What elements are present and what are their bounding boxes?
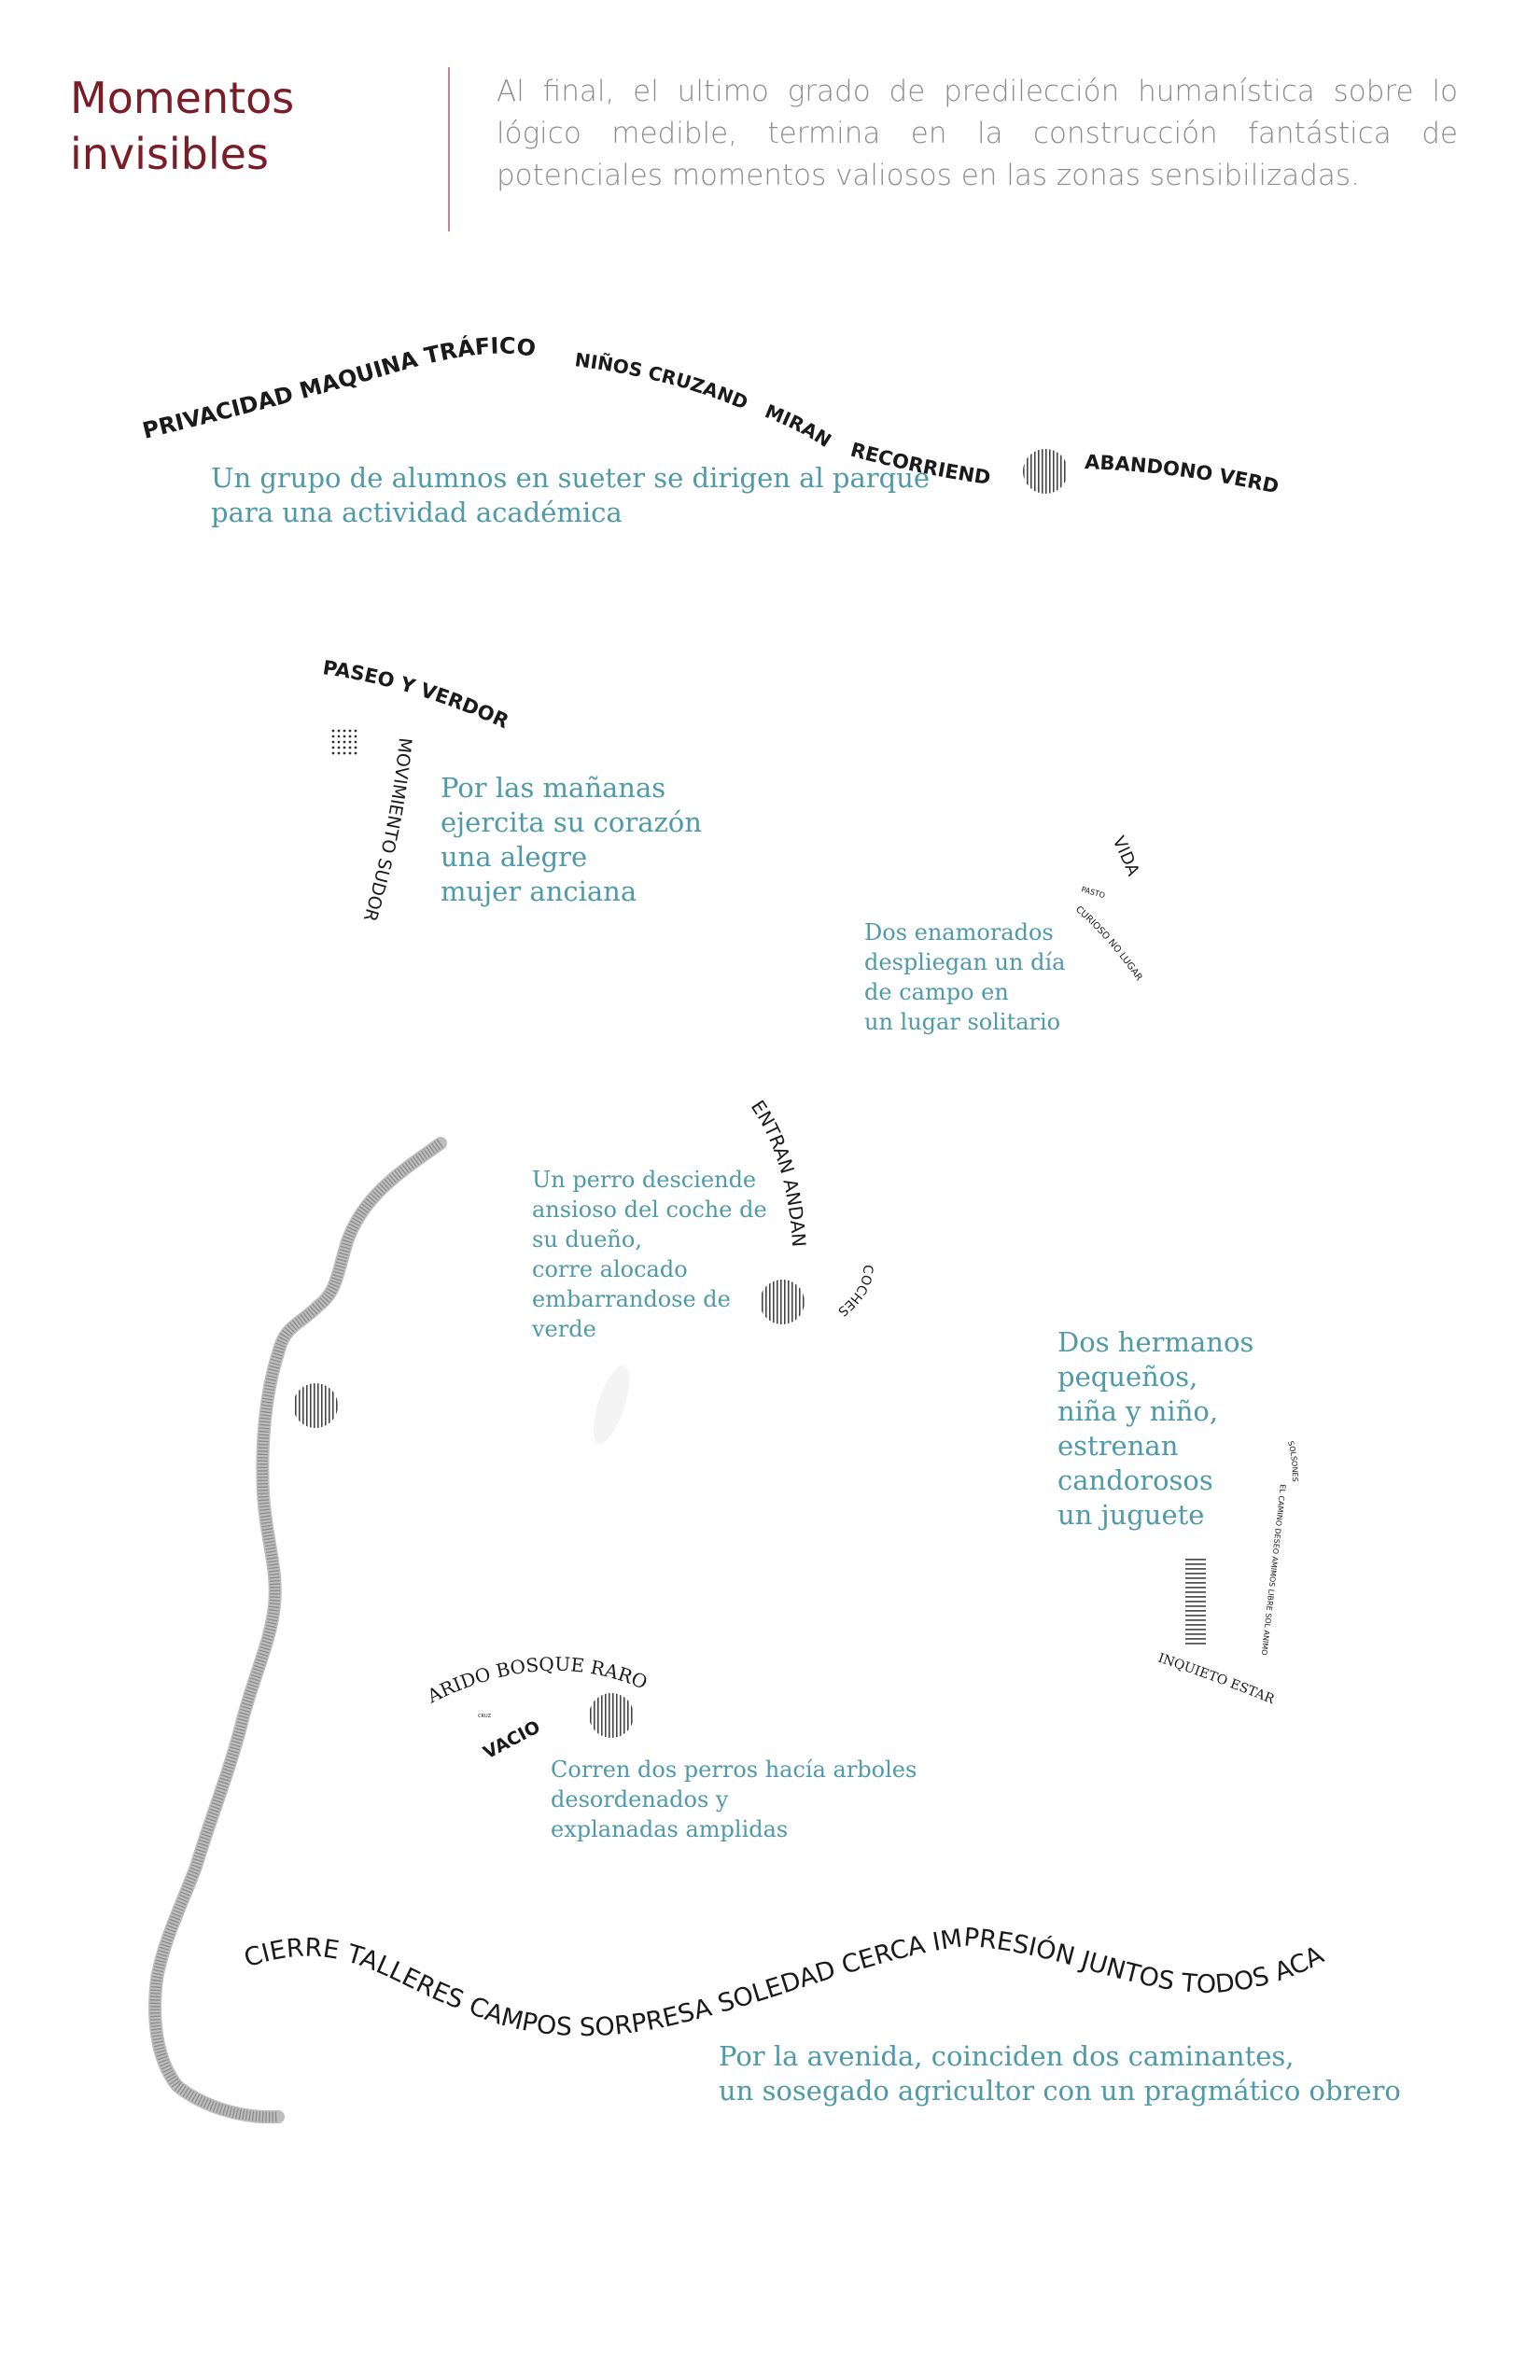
word-miran: MIRAN [762, 399, 835, 452]
story-students: Un grupo de alumnos en sueter se dirigen… [211, 462, 931, 528]
intro-paragraph: Al final, el ultimo grado de predilecció… [497, 75, 1458, 192]
word-cruz: CRUZ [478, 1714, 492, 1719]
dotted-square [331, 728, 359, 756]
story-dog: Un perro desciende ansioso del coche de … [532, 1167, 767, 1342]
hatched-circle-3 [293, 1383, 338, 1428]
word-coches: COCHES [834, 1265, 875, 1319]
word-bottom-path: CIERRE TALLERES CAMPOS SORPRESA SOLEDAD … [241, 1923, 1329, 2042]
page-title: Momentos invisibles [70, 73, 295, 179]
story-lovers: Dos enamorados despliegan un día de camp… [864, 919, 1066, 1035]
hatched-circle-1 [1023, 449, 1068, 494]
word-vacio: VACIO [480, 1716, 543, 1763]
word-vida: VIDA [1109, 833, 1143, 879]
word-paseo: PASEO Y VERDOR [321, 656, 511, 733]
river-texture [149, 1139, 444, 2122]
story-two-dogs: Corren dos perros hacía arboles desorden… [551, 1757, 917, 1842]
vertical-divider [448, 67, 450, 231]
story-siblings: Dos hermanos pequeños, niña y niño, estr… [1057, 1326, 1254, 1531]
word-pasto: PASTO [1080, 885, 1106, 900]
faint-blob [593, 1365, 630, 1445]
word-top-path: PRIVACIDAD MAQUINA TRÁFICO [140, 332, 538, 443]
hatched-circle-4 [589, 1693, 634, 1738]
word-movimiento: MOVIMIENTO SUDOR [359, 736, 415, 923]
word-ninos: NIÑOS CRUZANDO [0, 0, 751, 414]
word-recorriendo: RECORRIENDO [0, 0, 992, 489]
word-curioso: CURIOSO NO LUGAR [1073, 904, 1144, 983]
hatched-circle-2 [760, 1280, 805, 1324]
word-solsones: SOLSONES [1286, 1440, 1299, 1482]
word-el-camino: EL CAMINO DESEO AMIMOS LIBRE SOL ANIMO [1260, 1484, 1287, 1656]
story-walkers: Por la avenida, coinciden dos caminantes… [719, 2040, 1401, 2107]
word-inquieto: INQUIETO ESTAR [1156, 1651, 1277, 1708]
story-old-woman: Por las mañanas ejercita su corazón una … [441, 772, 702, 907]
hatched-bar [1185, 1557, 1206, 1645]
